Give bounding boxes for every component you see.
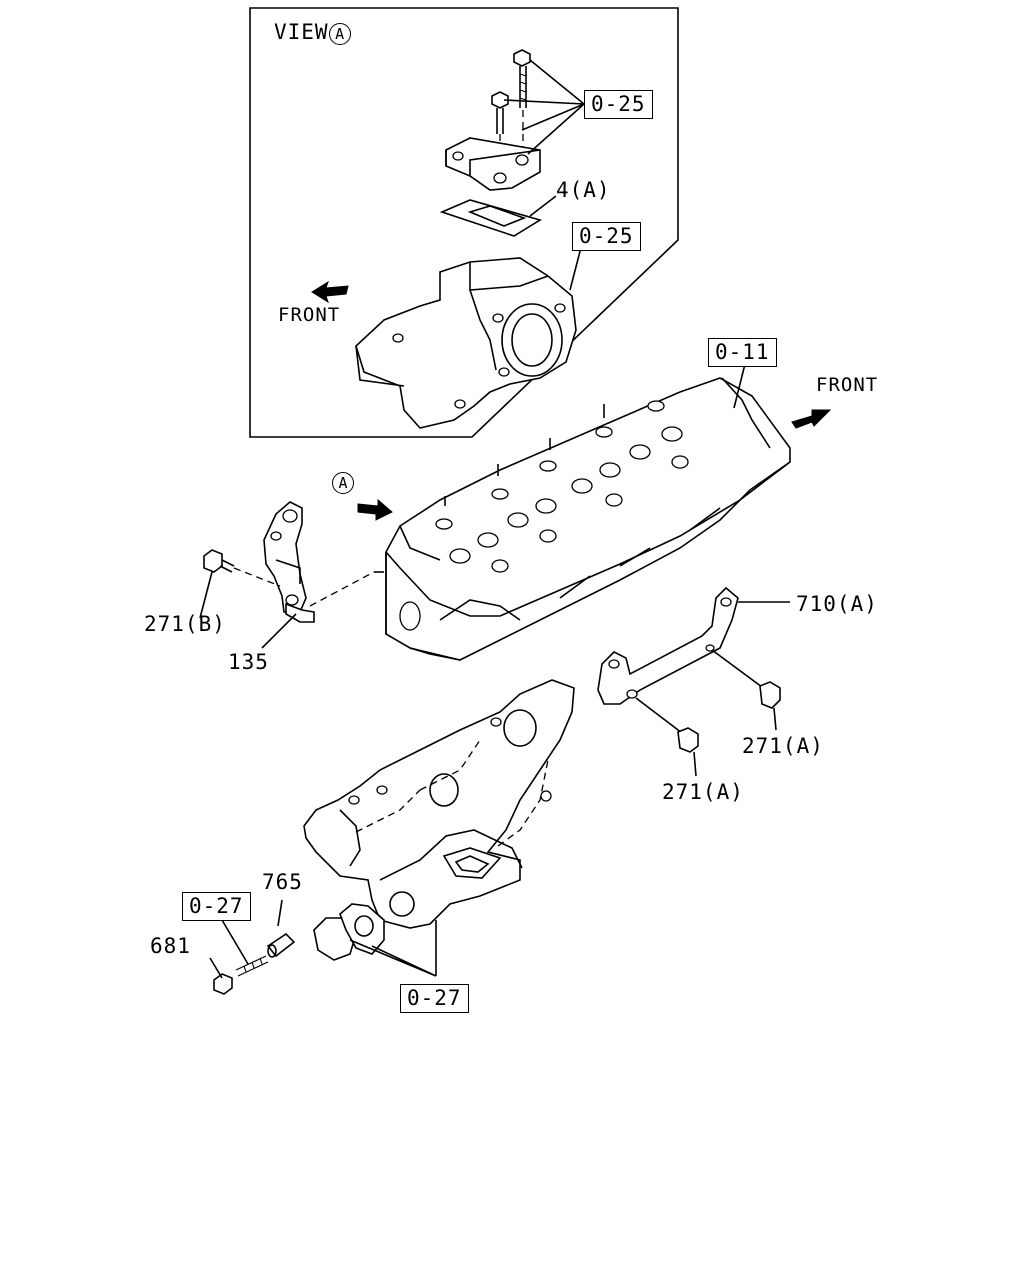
inset-flange-plate bbox=[445, 137, 541, 191]
view-a-arrow-icon bbox=[357, 498, 393, 521]
part-label-271b[interactable]: 271(B) bbox=[144, 612, 226, 636]
stud-765 bbox=[266, 899, 296, 958]
view-a-inset bbox=[249, 7, 679, 438]
ref-0-27-gaskets[interactable]: 0-27 bbox=[400, 984, 469, 1013]
ref-0-25-lower[interactable]: 0-25 bbox=[572, 222, 641, 251]
inset-outlet-housing bbox=[355, 257, 577, 429]
leader-135 bbox=[261, 613, 297, 649]
view-a-marker-icon: A bbox=[332, 472, 354, 494]
part-label-681[interactable]: 681 bbox=[150, 934, 191, 958]
leader-0-11 bbox=[733, 363, 746, 409]
view-title-text: VIEW bbox=[274, 20, 329, 44]
part-label-765[interactable]: 765 bbox=[262, 870, 303, 894]
part-label-135[interactable]: 135 bbox=[228, 650, 269, 674]
stay-710a bbox=[597, 586, 790, 705]
view-marker-icon: A bbox=[328, 23, 351, 45]
front-label-inset: FRONT bbox=[278, 304, 341, 326]
part-label-gasket-4a: 4(A) bbox=[556, 178, 611, 202]
engine-bracket-135 bbox=[263, 501, 384, 623]
front-arrow-icon bbox=[311, 280, 349, 304]
bolt-271a-left bbox=[635, 697, 699, 777]
front-label-main: FRONT bbox=[816, 374, 879, 396]
front-arrow-main-icon bbox=[791, 409, 832, 429]
bolt-271b bbox=[199, 549, 281, 619]
part-label-271a-right[interactable]: 271(A) bbox=[742, 734, 824, 758]
part-label-271a-left[interactable]: 271(A) bbox=[662, 780, 744, 804]
view-a-marker: A bbox=[332, 471, 354, 494]
ref-0-27-stud[interactable]: 0-27 bbox=[182, 892, 251, 921]
ref-0-11[interactable]: 0-11 bbox=[708, 338, 777, 367]
ref-0-25-upper[interactable]: 0-25 bbox=[584, 90, 653, 119]
cylinder-head bbox=[385, 377, 791, 661]
stud-threaded-681 bbox=[209, 919, 269, 995]
exhaust-manifold bbox=[303, 679, 575, 929]
manifold-gaskets bbox=[313, 903, 437, 977]
part-label-710a[interactable]: 710(A) bbox=[796, 592, 878, 616]
inset-gasket bbox=[439, 199, 542, 237]
bolt-271a-right bbox=[711, 649, 781, 731]
